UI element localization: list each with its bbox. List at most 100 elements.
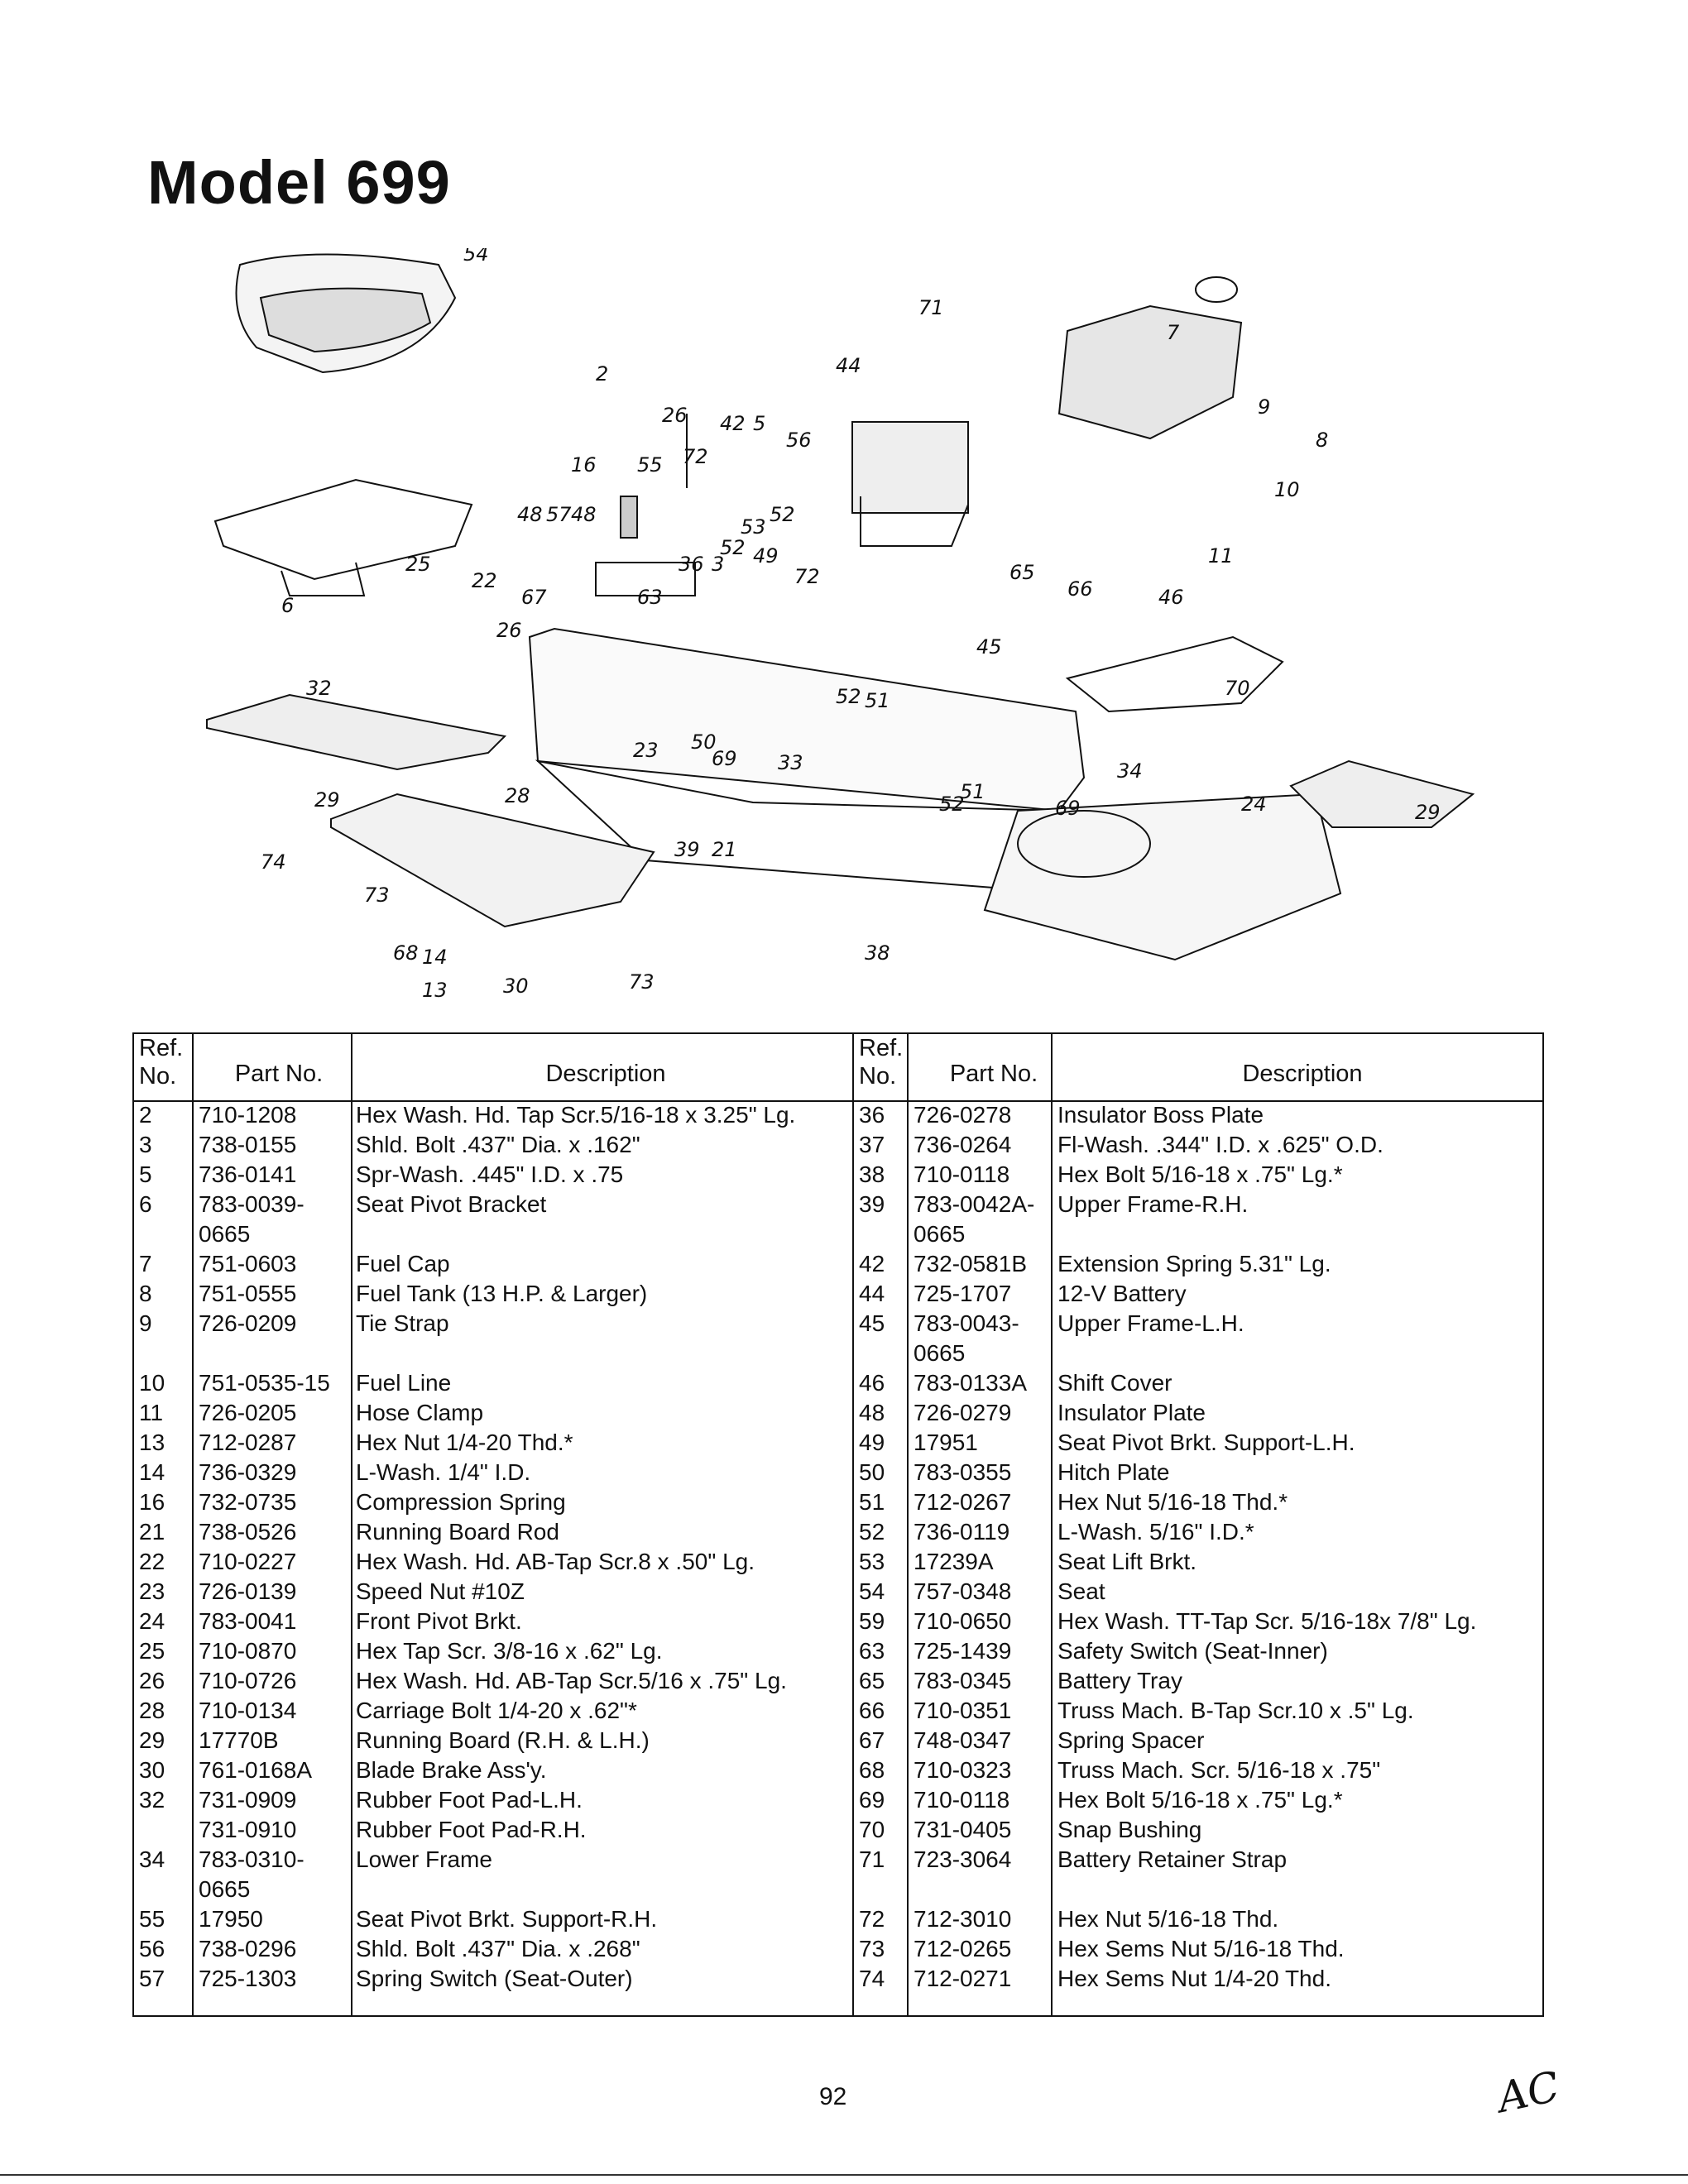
ref-no-cell: 52	[859, 1519, 885, 1545]
callout-14: 14	[422, 946, 448, 969]
description-cell: Seat Pivot Brkt. Support-R.H.	[356, 1906, 658, 1932]
part-no-cell: 731-0909	[199, 1787, 297, 1813]
callout-36: 36	[679, 553, 704, 576]
description-cell: Running Board (R.H. & L.H.)	[356, 1727, 650, 1753]
ref-no-cell: 68	[859, 1757, 885, 1783]
part-no-cell: 0665	[914, 1221, 966, 1247]
header-ref: Ref.No.	[139, 1035, 184, 1090]
part-no-cell: 0665	[199, 1221, 251, 1247]
ref-no-cell: 21	[139, 1519, 165, 1545]
callout-54: 54	[463, 248, 489, 266]
table-header-right: Ref.No. Part No. Description	[854, 1034, 1544, 1102]
description-cell: Shld. Bolt .437" Dia. x .268"	[356, 1936, 640, 1961]
description-cell: Hex Wash. Hd. AB-Tap Scr.5/16 x .75" Lg.	[356, 1668, 787, 1693]
description-cell: Snap Bushing	[1057, 1817, 1202, 1842]
handwritten-initials: AC	[1493, 2062, 1564, 2123]
ref-no-cell: 23	[139, 1578, 165, 1604]
ref-no-cell: 57	[139, 1966, 165, 1991]
ref-no-cell: 32	[139, 1787, 165, 1813]
part-no-cell: 738-0526	[199, 1519, 297, 1545]
part-no-cell: 726-0205	[199, 1400, 297, 1425]
part-no-cell: 710-1208	[199, 1102, 297, 1128]
callout-42: 42	[720, 412, 746, 435]
part-no-cell: 751-0555	[199, 1281, 297, 1306]
description-cell: Hex Sems Nut 1/4-20 Thd.	[1057, 1966, 1331, 1991]
description-cell: Seat	[1057, 1578, 1105, 1604]
part-no-cell: 712-0265	[914, 1936, 1012, 1961]
ref-no-cell: 72	[859, 1906, 885, 1932]
part-no-cell: 723-3064	[914, 1846, 1012, 1872]
description-cell: Rubber Foot Pad-L.H.	[356, 1787, 583, 1813]
ref-no-cell: 38	[859, 1161, 885, 1187]
part-no-cell: 712-0287	[199, 1430, 297, 1455]
part-no-cell: 710-0726	[199, 1668, 297, 1693]
part-no-cell: 783-0345	[914, 1668, 1012, 1693]
callout-16: 16	[571, 453, 597, 477]
description-cell: Blade Brake Ass'y.	[356, 1757, 547, 1783]
callout-66: 66	[1067, 577, 1093, 601]
part-no-cell: 738-0155	[199, 1132, 297, 1157]
table-row: 0665	[854, 1339, 1544, 1368]
ref-no-cell: 34	[139, 1846, 165, 1872]
ref-no-cell: 50	[859, 1459, 885, 1485]
description-cell: Hex Nut 5/16-18 Thd.*	[1057, 1489, 1288, 1515]
ref-no-cell: 56	[139, 1936, 165, 1961]
callout-52d: 52	[939, 793, 965, 816]
diagram-callouts: 54 2 71 7 44 8 9 26 42 5 56 16 55 72 10 …	[261, 242, 1441, 1002]
part-no-cell: 710-0134	[199, 1698, 297, 1723]
ref-no-cell: 11	[139, 1400, 164, 1425]
table-row	[134, 1339, 852, 1368]
callout-44: 44	[836, 354, 861, 377]
callout-23: 23	[633, 739, 659, 762]
description-cell: Seat Pivot Brkt. Support-L.H.	[1057, 1430, 1355, 1455]
part-no-cell: 17951	[914, 1430, 978, 1455]
description-cell: Tie Strap	[356, 1310, 449, 1336]
callout-51b: 51	[960, 780, 985, 803]
description-cell: L-Wash. 5/16" I.D.*	[1057, 1519, 1254, 1545]
callout-74: 74	[261, 850, 286, 874]
part-no-cell: 748-0347	[914, 1727, 1012, 1753]
diagram-svg: 54 2 71 7 44 8 9 26 42 5 56 16 55 72 10 …	[206, 242, 1475, 1002]
callout-26b: 26	[496, 619, 522, 642]
ref-no-cell: 49	[859, 1430, 885, 1455]
part-no-cell: 761-0168A	[199, 1757, 313, 1783]
callout-28: 28	[505, 784, 530, 807]
table-row: 49 17951 Seat Pivot Brkt. Support-L.H.	[854, 1428, 1544, 1458]
callout-63: 63	[637, 586, 663, 609]
part-no-cell: 783-0310-	[199, 1846, 305, 1872]
ref-no-cell: 67	[859, 1727, 885, 1753]
callout-13: 13	[422, 979, 448, 1002]
ref-no-cell: 10	[139, 1370, 165, 1396]
callout-34: 34	[1117, 759, 1143, 783]
part-no-cell: 710-0118	[914, 1161, 1010, 1187]
callout-22: 22	[472, 569, 497, 592]
part-no-cell: 17950	[199, 1906, 263, 1932]
part-no-cell: 736-0141	[199, 1161, 297, 1187]
callout-71: 71	[918, 296, 944, 319]
callout-72b: 72	[794, 565, 820, 588]
description-cell: Front Pivot Brkt.	[356, 1608, 522, 1634]
description-cell: Fuel Cap	[356, 1251, 450, 1276]
exploded-parts-diagram: 54 2 71 7 44 8 9 26 42 5 56 16 55 72 10 …	[190, 242, 1514, 1009]
description-cell: Shld. Bolt .437" Dia. x .162"	[356, 1132, 640, 1157]
callout-55: 55	[637, 453, 663, 477]
description-cell: Hose Clamp	[356, 1400, 484, 1425]
